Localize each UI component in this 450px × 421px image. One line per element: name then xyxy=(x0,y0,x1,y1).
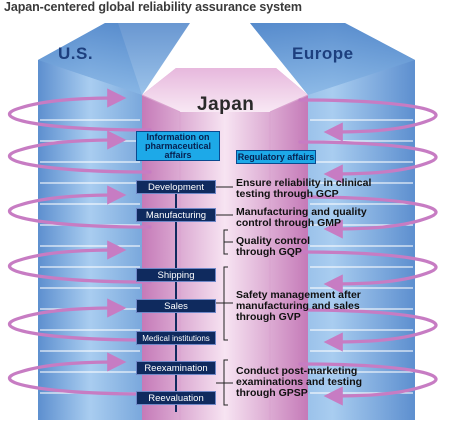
diagram-title: Japan-centered global reliability assura… xyxy=(4,0,302,14)
japan-label: Japan xyxy=(197,94,255,115)
stage-development: Development xyxy=(136,180,216,194)
pharmaceutical-affairs-box: Information on pharmaceutical affairs xyxy=(136,131,220,161)
left-circulation-arrow xyxy=(7,130,152,174)
left-circulation-arrow xyxy=(7,240,152,284)
left-circulation-arrow xyxy=(7,352,152,396)
left-circulation-arrow xyxy=(7,88,152,132)
stage-sales: Sales xyxy=(136,299,216,313)
right-circulation-arrow xyxy=(298,308,438,352)
regulatory-affairs-box: Regulatory affairs xyxy=(236,150,316,164)
us-label: U.S. xyxy=(58,44,94,63)
description-gmp: Manufacturing and quality control throug… xyxy=(236,206,367,229)
right-circulation-arrow xyxy=(298,140,438,184)
left-circulation-arrow xyxy=(7,298,152,342)
description-gvp: Safety management after manufacturing an… xyxy=(236,289,361,323)
europe-label: Europe xyxy=(292,44,354,63)
stage-reexamination: Reexamination xyxy=(136,361,216,375)
left-circulation-arrow xyxy=(7,185,152,229)
right-circulation-arrow xyxy=(298,362,438,406)
right-circulation-arrow xyxy=(298,250,438,294)
stage-medical-institutions: Medical institutions xyxy=(136,331,216,345)
circulation-arrows xyxy=(7,88,438,406)
description-gcp: Ensure reliability in clinical testing t… xyxy=(236,177,372,200)
stage-shipping: Shipping xyxy=(136,268,216,282)
description-gqp: Quality control through GQP xyxy=(236,235,311,258)
description-brackets xyxy=(216,186,233,406)
stage-reevaluation: Reevaluation xyxy=(136,391,216,405)
description-gpsp: Conduct post-marketing examinations and … xyxy=(236,365,363,399)
right-circulation-arrow xyxy=(298,98,438,142)
right-circulation-arrow xyxy=(298,195,438,239)
stage-manufacturing: Manufacturing xyxy=(136,208,216,222)
